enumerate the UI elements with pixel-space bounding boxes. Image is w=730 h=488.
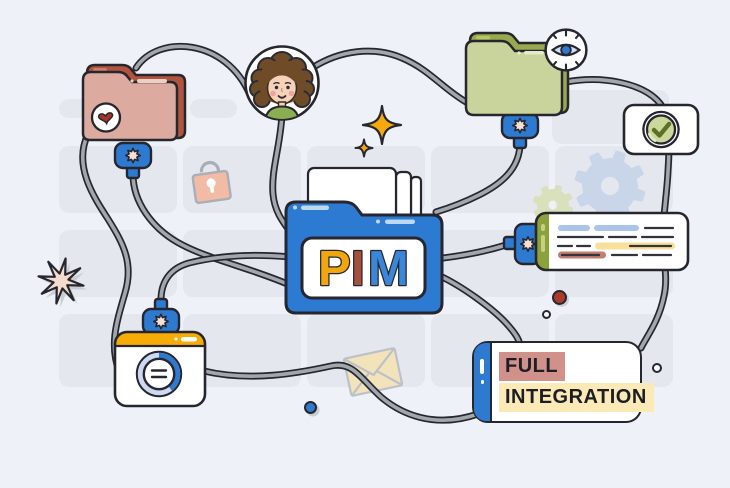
exclamation-dot	[480, 380, 484, 384]
text-lines	[556, 225, 675, 259]
smile	[277, 95, 287, 99]
eye-badge	[544, 28, 588, 72]
cable	[202, 363, 480, 422]
background-tile	[190, 99, 237, 118]
accent-dot-white	[652, 363, 662, 373]
cable	[131, 172, 294, 288]
cable	[434, 271, 524, 349]
eye-pupil	[560, 44, 572, 56]
highlight-dot	[376, 219, 380, 224]
highlight-dash	[541, 235, 545, 252]
highlight-dash	[524, 51, 544, 55]
lock-icon	[191, 160, 232, 205]
cable	[434, 141, 522, 214]
text-lines	[150, 369, 168, 379]
highlight-dash	[181, 337, 197, 342]
pim-label-plate	[300, 236, 427, 300]
cable	[129, 170, 296, 290]
approval-card	[622, 103, 700, 156]
accent-dot-red	[552, 290, 567, 305]
integration-card: FULL INTEGRATION	[472, 341, 654, 423]
highlight-dash	[541, 224, 545, 231]
highlight-dash	[476, 36, 490, 40]
gear-plug-icon	[512, 117, 529, 134]
pim-letter-i: I	[351, 242, 365, 296]
highlight-dash	[385, 219, 415, 224]
pim-letter-p: P	[318, 242, 351, 296]
sparkle-icon	[361, 104, 403, 146]
heart-icon	[97, 112, 114, 126]
gear-plug-icon	[125, 147, 142, 164]
gear-plug-icon	[519, 236, 537, 253]
accent-dot-white	[542, 310, 551, 319]
cable	[308, 47, 470, 106]
progress-arc	[158, 352, 181, 391]
progress-ring-icon	[135, 350, 183, 398]
usb-connector	[500, 111, 540, 150]
data-list-card	[534, 211, 690, 272]
usb-connector	[502, 222, 543, 266]
highlight-dot	[293, 205, 297, 210]
cable	[134, 44, 252, 97]
favorites-folder	[81, 63, 187, 142]
cable	[436, 273, 522, 347]
usb-connector	[141, 297, 181, 336]
cable	[310, 49, 468, 104]
accent-dot-blue	[304, 401, 317, 414]
cable	[441, 243, 508, 260]
user-avatar	[244, 45, 320, 121]
eye-rays	[551, 29, 581, 71]
hair-fringe	[267, 69, 297, 84]
cable	[159, 253, 292, 302]
highlight-dot	[517, 51, 521, 55]
usb-connector	[113, 141, 153, 180]
sparkle-icon	[354, 138, 374, 158]
pim-folder: P I M	[284, 166, 444, 315]
integration-line-1: FULL	[499, 352, 566, 381]
card-header	[115, 332, 205, 346]
highlight-dash	[301, 205, 329, 210]
starburst-icon	[37, 257, 85, 305]
progress-card	[113, 330, 207, 408]
integration-line-2: INTEGRATION	[499, 383, 654, 412]
gear-plug-icon	[153, 313, 170, 330]
highlight-dot	[130, 79, 134, 83]
cable	[81, 132, 130, 373]
cable	[200, 361, 482, 424]
card-cap	[474, 343, 492, 421]
highlight-dot	[174, 337, 178, 341]
pim-letter-m: M	[368, 242, 409, 296]
highlight-dash	[137, 79, 167, 83]
cable	[564, 77, 671, 350]
exclamation-dash	[480, 359, 484, 374]
background-tile	[431, 146, 549, 213]
highlight-dash	[93, 68, 107, 72]
checkmark-icon	[651, 121, 672, 138]
